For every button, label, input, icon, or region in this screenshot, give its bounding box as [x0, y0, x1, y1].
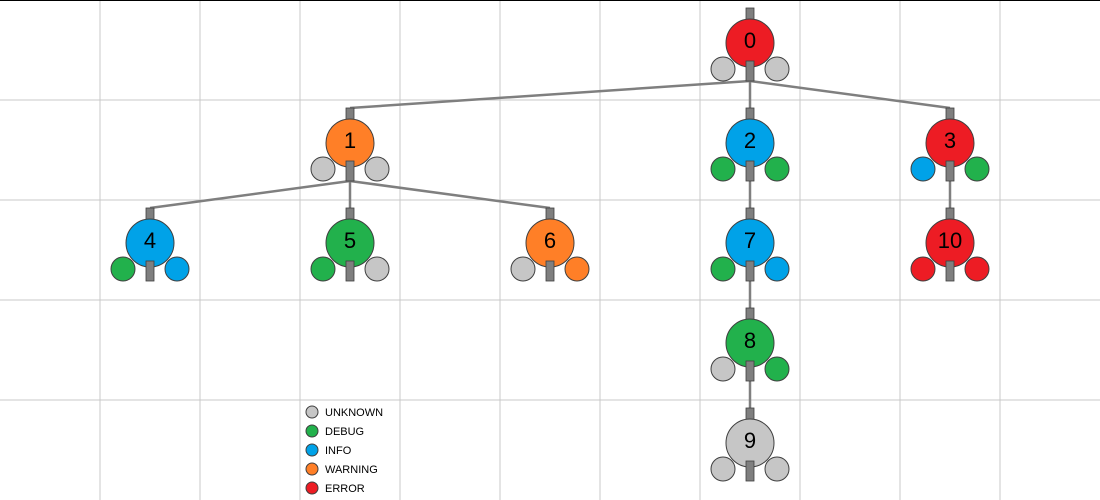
node-right-indicator — [564, 256, 590, 282]
node-6: 6 — [510, 207, 590, 282]
node-1: 1 — [310, 107, 390, 182]
legend-item-error: ERROR — [305, 481, 365, 495]
node-label: 5 — [344, 228, 356, 253]
node-label: 0 — [744, 28, 756, 53]
legend-label: UNKNOWN — [325, 407, 383, 419]
node-0: 0 — [710, 7, 790, 82]
legend-item-debug: DEBUG — [305, 424, 364, 438]
node-left-indicator — [510, 256, 536, 282]
node-label: 3 — [944, 128, 956, 153]
node-left-indicator — [910, 156, 936, 182]
node-right-indicator — [364, 156, 390, 182]
node-label: 8 — [744, 328, 756, 353]
node-label: 2 — [744, 128, 756, 153]
node-left-indicator — [710, 256, 736, 282]
legend-swatch — [305, 481, 319, 495]
node-9: 9 — [710, 407, 790, 482]
edges — [149, 79, 952, 408]
node-label: 4 — [144, 228, 156, 253]
node-right-indicator — [764, 156, 790, 182]
legend-label: DEBUG — [325, 426, 364, 438]
node-right-indicator — [164, 256, 190, 282]
legend-label: INFO — [325, 445, 352, 457]
legend-swatch — [305, 443, 319, 457]
node-2: 2 — [710, 107, 790, 182]
node-left-indicator — [310, 156, 336, 182]
node-7: 7 — [710, 207, 790, 282]
node-bottom-stem — [745, 260, 755, 282]
legend-item-info: INFO — [305, 443, 352, 457]
node-bottom-stem — [745, 460, 755, 482]
node-label: 6 — [544, 228, 556, 253]
edge-1-4 — [149, 179, 351, 210]
node-8: 8 — [710, 307, 790, 382]
node-right-indicator — [964, 156, 990, 182]
node-left-indicator — [710, 156, 736, 182]
node-bottom-stem — [345, 160, 355, 182]
node-4: 4 — [110, 207, 190, 282]
node-right-indicator — [364, 256, 390, 282]
node-left-indicator — [110, 256, 136, 282]
edge-0-3 — [749, 79, 951, 110]
legend: UNKNOWN DEBUG INFO WARNING ERROR — [305, 405, 383, 495]
node-bottom-stem — [145, 260, 155, 282]
node-left-indicator — [710, 456, 736, 482]
node-label: 9 — [744, 428, 756, 453]
node-bottom-stem — [545, 260, 555, 282]
legend-item-unknown: UNKNOWN — [305, 405, 383, 419]
node-bottom-stem — [945, 160, 955, 182]
node-left-indicator — [310, 256, 336, 282]
node-bottom-stem — [345, 260, 355, 282]
legend-item-warning: WARNING — [305, 462, 378, 476]
node-left-indicator — [710, 56, 736, 82]
node-left-indicator — [710, 356, 736, 382]
node-3: 3 — [910, 107, 990, 182]
node-label: 10 — [938, 228, 962, 253]
legend-swatch — [305, 462, 319, 476]
nodes: 0 1 2 3 4 5 6 7 8 9 10 — [110, 7, 990, 482]
node-left-indicator — [910, 256, 936, 282]
node-bottom-stem — [745, 60, 755, 82]
node-right-indicator — [764, 56, 790, 82]
node-label: 1 — [344, 128, 356, 153]
node-label: 7 — [744, 228, 756, 253]
edge-0-1 — [349, 79, 751, 110]
node-right-indicator — [964, 256, 990, 282]
node-bottom-stem — [745, 160, 755, 182]
node-right-indicator — [764, 456, 790, 482]
legend-label: ERROR — [325, 483, 365, 495]
edge-1-6 — [349, 179, 551, 210]
node-10: 10 — [910, 207, 990, 282]
node-5: 5 — [310, 207, 390, 282]
node-right-indicator — [764, 256, 790, 282]
node-bottom-stem — [745, 360, 755, 382]
legend-label: WARNING — [325, 464, 378, 476]
node-right-indicator — [764, 356, 790, 382]
legend-swatch — [305, 424, 319, 438]
node-bottom-stem — [945, 260, 955, 282]
legend-swatch — [305, 405, 319, 419]
